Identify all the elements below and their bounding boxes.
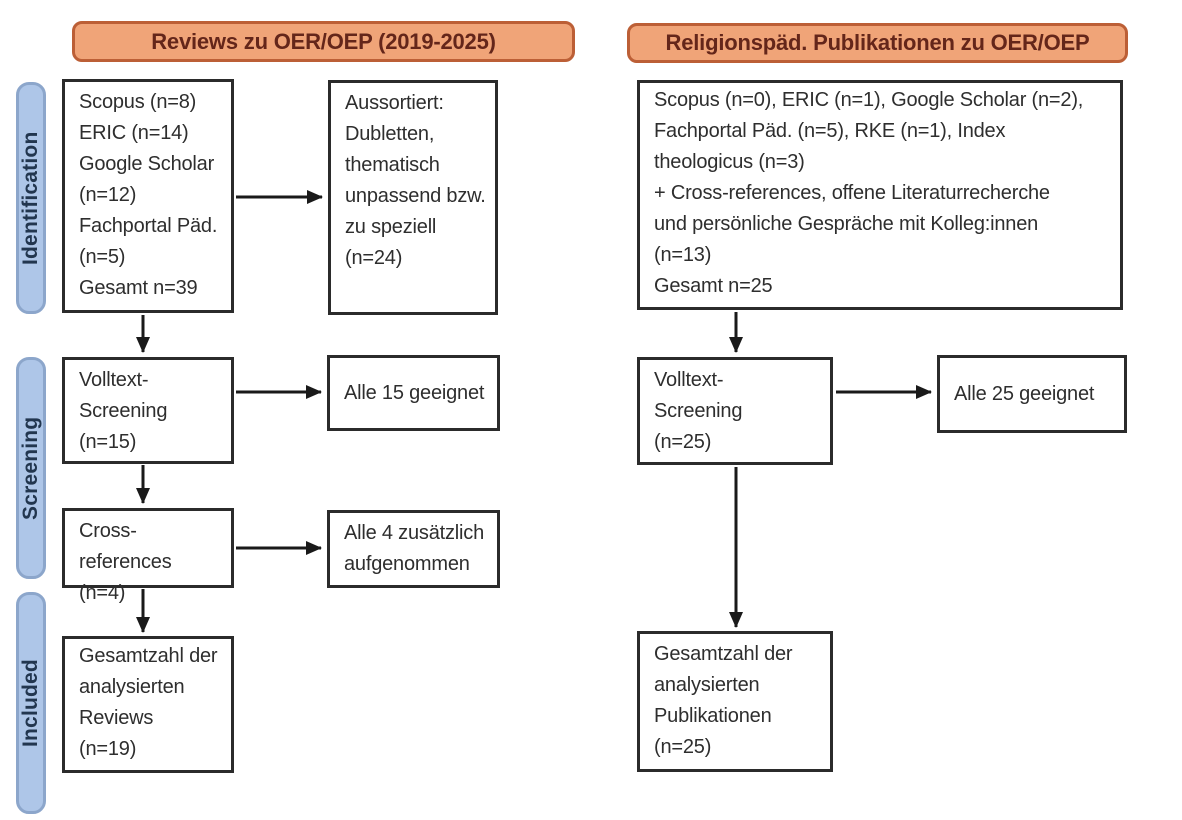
column-header-reviews: Reviews zu OER/OEP (2019-2025) [72, 21, 575, 62]
stage-pill-screening: Screening [16, 357, 46, 579]
stage-pill-included: Included [16, 592, 46, 814]
box-left-cross-references: Cross-references (n=4) [62, 508, 234, 604]
box-left-additional-included: Alle 4 zusätzlich aufgenommen [327, 510, 500, 588]
box-left-sorted-out: Aussortiert: Dubletten, thematisch unpas… [328, 80, 498, 315]
box-left-identification-sources: Scopus (n=8) ERIC (n=14) Google Scholar … [62, 79, 234, 313]
box-left-total-reviews: Gesamtzahl der analysierten Reviews (n=1… [62, 636, 234, 773]
stage-pill-identification: Identification [16, 82, 46, 314]
box-left-all-suitable: Alle 15 geeignet [327, 355, 500, 431]
box-right-all-suitable: Alle 25 geeignet [937, 355, 1127, 433]
box-right-total-publications: Gesamtzahl der analysierten Publikatione… [637, 631, 833, 772]
box-left-fulltext-screening: Volltext- Screening (n=15) [62, 357, 234, 464]
column-header-religionspaed: Religionspäd. Publikationen zu OER/OEP [627, 23, 1128, 63]
box-right-fulltext-screening: Volltext- Screening (n=25) [637, 357, 833, 465]
box-right-identification-sources: Scopus (n=0), ERIC (n=1), Google Scholar… [637, 80, 1123, 310]
